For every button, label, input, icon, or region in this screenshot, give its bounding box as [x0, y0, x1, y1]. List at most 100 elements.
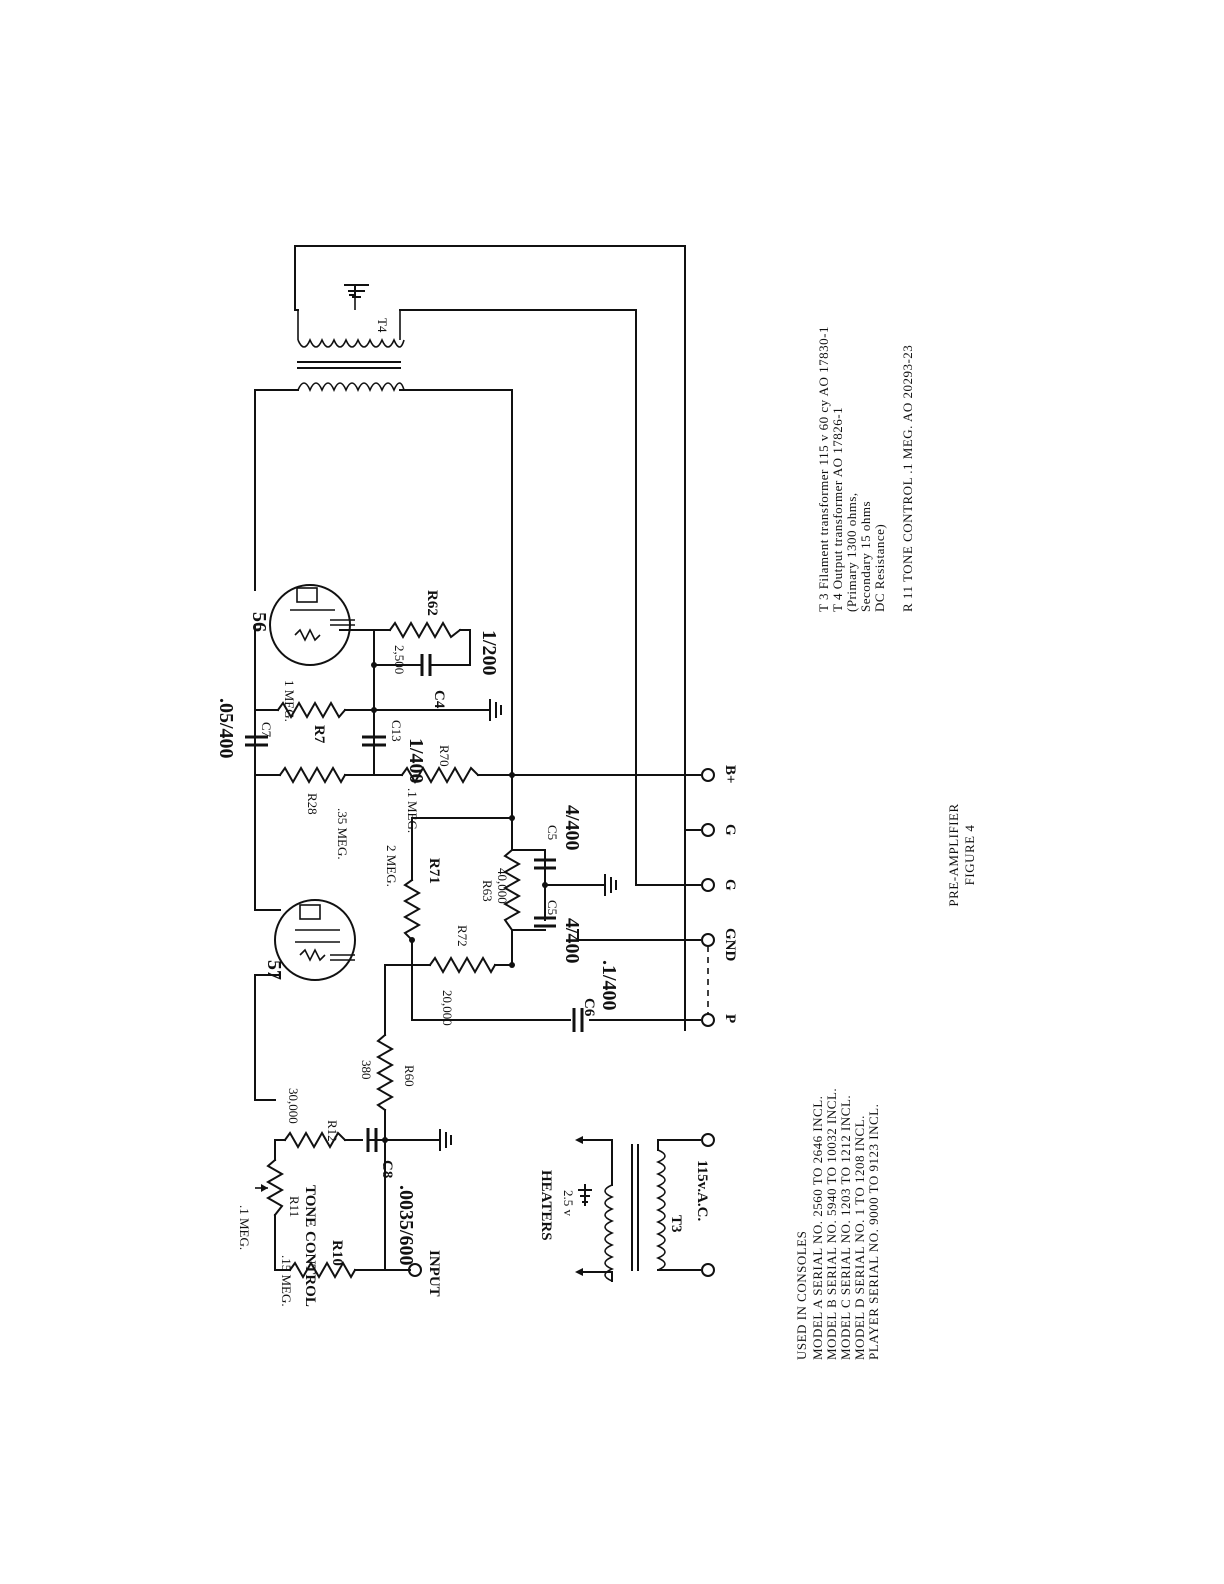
- resistor-r60: [375, 1033, 395, 1112]
- label-g1: G: [722, 879, 738, 891]
- label-c6: C6: [581, 998, 597, 1017]
- label-r28-value: .35 MEG.: [335, 808, 350, 860]
- component-labels: 57 56 T4 T3 R10 .15 MEG. R11 .1 MEG. TON…: [215, 318, 710, 1307]
- legend-line: Secondary 15 ohms: [858, 501, 873, 612]
- label-t3: T3: [668, 1215, 684, 1233]
- resistor-r11: [265, 1158, 285, 1217]
- parts-legend: T 3 Filament transformer 115 v 60 cy AO …: [816, 326, 915, 612]
- label-p: P: [722, 1014, 738, 1023]
- label-gnd: GND: [722, 928, 738, 962]
- label-r7: R7: [311, 725, 327, 744]
- note-line: MODEL C SERIAL NO. 1203 TO 1212 INCL.: [838, 1095, 853, 1360]
- capacitors: [245, 654, 584, 1152]
- label-c8-value: .0035/600: [395, 1185, 417, 1266]
- label-tube-56: 56: [248, 612, 270, 632]
- note-used-in: USED IN CONSOLES: [794, 1231, 809, 1360]
- ground-icon: [604, 874, 617, 896]
- ground-symbols: [344, 284, 617, 1206]
- legend-line: (Primary 1300 ohms,: [844, 492, 859, 612]
- label-c5b: C5: [545, 900, 560, 915]
- label-c5a: C5: [545, 825, 560, 840]
- label-r71-value: 2 MEG.: [384, 845, 399, 887]
- label-r70: R70: [437, 745, 452, 767]
- label-c8: C8: [379, 1160, 395, 1178]
- resistor-r62: [388, 620, 462, 640]
- label-bplus: B+: [722, 765, 738, 784]
- label-r63-value: 40,000: [495, 868, 510, 904]
- label-c4-value: 1/200: [478, 630, 500, 676]
- label-c5b-value: 4/400: [561, 918, 583, 964]
- label-r71: R71: [426, 858, 442, 884]
- legend-line: T 3 Filament transformer 115 v 60 cy AO …: [816, 326, 831, 612]
- label-r10-value: .15 MEG.: [279, 1255, 294, 1307]
- terminals: [408, 768, 715, 1277]
- terminal-ac1: [701, 1133, 715, 1147]
- terminal-p: [701, 1013, 715, 1027]
- label-r11-value: .1 MEG.: [237, 1205, 252, 1250]
- label-g2: G: [722, 824, 738, 836]
- legend-line: T 4 Output transformer AO 17826-1: [830, 407, 845, 612]
- label-r10: R10: [329, 1240, 345, 1266]
- legend-line: R 11 TONE CONTROL .1 MEG. AO 20293-23: [900, 345, 915, 612]
- legend-line: DC Resistance): [872, 524, 887, 612]
- capacitor-c8: [366, 1128, 378, 1152]
- resistor-r10: [288, 1260, 357, 1280]
- resistor-r70: [400, 765, 480, 785]
- label-supply-voltage: 115v.A.C.: [694, 1160, 710, 1222]
- label-r63: R63: [480, 880, 495, 902]
- label-c13: C13: [389, 720, 404, 742]
- resistor-r63: [502, 848, 522, 932]
- capacitor-c6: [572, 1008, 584, 1032]
- resistors: [255, 620, 522, 1280]
- transformer-t4: [297, 295, 405, 393]
- label-c7: C7: [259, 722, 274, 738]
- label-r72-value: 20,000: [440, 990, 455, 1026]
- resistor-r28: [278, 765, 347, 785]
- terminal-labels: INPUT P GND G G B+: [426, 765, 738, 1297]
- capacitor-c4: [409, 654, 446, 676]
- label-tube-57: 57: [263, 960, 285, 980]
- resistor-r7: [276, 700, 347, 720]
- resistor-r72: [428, 955, 497, 975]
- note-line: MODEL A SERIAL NO. 2560 TO 2646 INCL.: [810, 1096, 825, 1360]
- label-c13-value: 1/400: [405, 738, 427, 784]
- note-line: MODEL D SERIAL NO. 1 TO 1208 INCL.: [852, 1115, 867, 1360]
- wiring: [254, 245, 701, 1271]
- figure-caption: PRE-AMPLIFIER FIGURE 4: [946, 803, 977, 906]
- ground-icon: [578, 1184, 592, 1206]
- label-c6-value: .1/400: [598, 960, 620, 1011]
- ground-icon: [489, 699, 502, 721]
- resistor-r12: [283, 1130, 347, 1150]
- label-r62-value: 2,500: [392, 645, 407, 674]
- label-tone-control: TONE CONTROL: [302, 1185, 318, 1307]
- note-line: PLAYER SERIAL NO. 9000 TO 9123 INCL.: [866, 1104, 881, 1360]
- label-r62: R62: [424, 590, 440, 616]
- capacitor-c5a: [534, 858, 556, 870]
- label-heaters-voltage: 2.5 v: [561, 1190, 576, 1217]
- note-line: MODEL B SERIAL NO. 5940 TO 10032 INCL.: [824, 1088, 839, 1360]
- label-c4: C4: [431, 690, 447, 709]
- label-r12: R12: [325, 1120, 340, 1142]
- label-r60-value: 380: [359, 1060, 374, 1080]
- terminal-gnd: [701, 933, 715, 947]
- label-r12-value: 30,000: [286, 1088, 301, 1124]
- label-r70-value: .1 MEG.: [405, 788, 420, 833]
- capacitor-c5b: [534, 916, 556, 928]
- resistor-r71: [402, 878, 422, 942]
- label-c5a-value: 4/400: [561, 805, 583, 851]
- tube-56: [269, 584, 355, 666]
- figure-title: PRE-AMPLIFIER: [946, 803, 961, 906]
- label-r7-value: 1 MEG.: [282, 680, 297, 722]
- terminal-ac2: [701, 1263, 715, 1277]
- terminal-bplus: [701, 768, 715, 782]
- capacitor-c13: [362, 735, 386, 747]
- label-c7-value: .05/400: [215, 698, 237, 759]
- terminal-g1: [701, 878, 715, 892]
- label-heaters: HEATERS: [538, 1170, 554, 1241]
- label-r60: R60: [402, 1065, 417, 1087]
- ground-icon: [439, 1129, 452, 1151]
- terminal-g2: [701, 823, 715, 837]
- capacitor-c7: [245, 735, 268, 747]
- ground-icon: [344, 284, 369, 298]
